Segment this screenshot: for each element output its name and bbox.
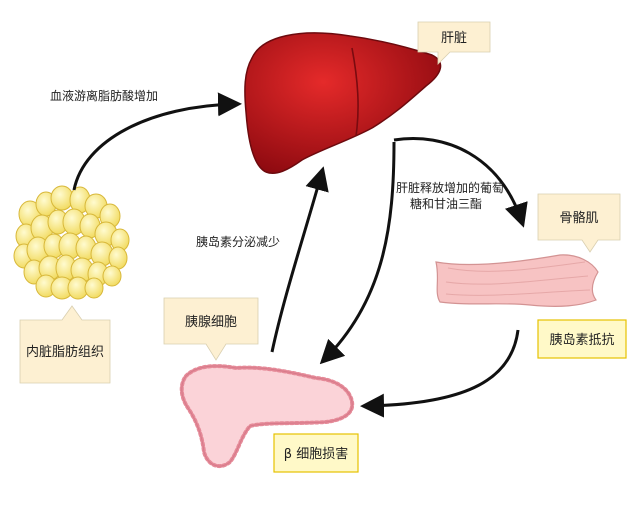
beta-cell-damage-box: β 细胞损害 (273, 433, 359, 473)
fat-cell (102, 265, 122, 287)
pancreas-callout: 胰腺细胞 (163, 297, 259, 361)
edge-label-ffa-increase: 血液游离脂肪酸增加 (50, 88, 158, 103)
pancreas-organ (179, 364, 355, 469)
edge-label-insulin-reduced: 胰岛素分泌减少 (196, 234, 280, 249)
liver-callout: 肝脏 (417, 21, 491, 65)
arrow-fat-to-liver (72, 92, 242, 191)
pancreas-label: 胰腺细胞 (185, 315, 237, 330)
visceral-fat-label: 内脏脂肪组织 (26, 344, 104, 360)
visceral-fat-cluster (13, 185, 130, 300)
skeletal-muscle-organ (435, 254, 599, 307)
visceral-fat-callout: 内脏脂肪组织 (19, 305, 111, 384)
liver-label: 肝脏 (441, 31, 467, 46)
insulin-resistance-label: 胰岛素抵抗 (549, 332, 614, 348)
skeletal-muscle-label: 骨骼肌 (559, 210, 598, 226)
edge-label-glucose-tg-line2: 糖和甘油三酯 (410, 196, 482, 211)
arrow-pancreas-to-liver (270, 166, 329, 353)
liver-organ (244, 32, 442, 174)
insulin-resistance-box: 胰岛素抵抗 (537, 319, 627, 359)
arrow-liver-to-muscle (393, 137, 528, 228)
skeletal-muscle-callout: 骨骼肌 (537, 193, 621, 253)
edge-label-glucose-tg-line1: 肝脏释放增加的葡萄 (396, 180, 504, 195)
arrow-muscle-to-pancreas (360, 329, 520, 418)
beta-cell-damage-label: β 细胞损害 (284, 446, 348, 462)
fat-cell (84, 277, 104, 299)
arrow-liver-to-pancreas (319, 141, 396, 365)
